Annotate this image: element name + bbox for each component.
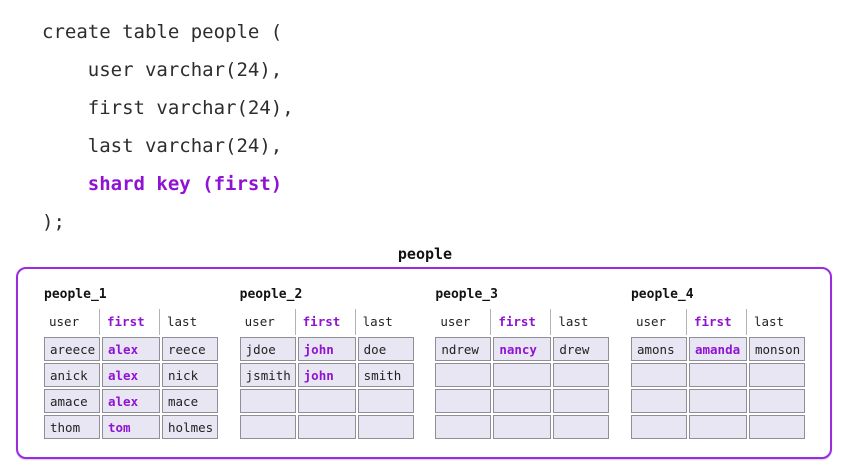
table-cell <box>688 389 747 413</box>
table-cell: reece <box>162 337 218 361</box>
table-cell: jsmith <box>239 363 296 387</box>
table-cell <box>748 389 805 413</box>
table-cell <box>630 363 687 387</box>
table-row: jdoe john doe <box>239 337 414 361</box>
shard-grid: user first last areece alex reece anick … <box>42 307 220 441</box>
shard-table-title: people_4 <box>630 287 694 302</box>
table-cell <box>748 415 805 439</box>
table-row <box>239 415 414 439</box>
table-cell: anick <box>44 363 100 387</box>
table-cell: drew <box>553 337 610 361</box>
shard-table-title: people_2 <box>239 287 303 302</box>
shard-table-title: people_1 <box>44 287 107 302</box>
shard-grid: user first last ndrew nancy drew <box>433 307 611 441</box>
table-cell: alex <box>102 389 160 413</box>
table-cell <box>493 389 552 413</box>
table-row: jsmith john smith <box>239 363 414 387</box>
table-row: ndrew nancy drew <box>435 337 610 361</box>
table-row: anick alex nick <box>44 363 218 387</box>
table-cell <box>493 363 552 387</box>
code-line: ); <box>42 211 65 233</box>
table-cell: amons <box>630 337 687 361</box>
table-cell: john <box>297 363 356 387</box>
table-cell <box>630 389 687 413</box>
table-cell: nick <box>162 363 218 387</box>
column-header-last: last <box>753 313 785 329</box>
column-header-user: user <box>240 309 296 335</box>
table-row <box>239 389 414 413</box>
table-cell: amanda <box>688 337 747 361</box>
code-line-shard-key: shard key (first) <box>42 173 283 195</box>
table-cell <box>435 363 492 387</box>
table-cell <box>297 389 356 413</box>
sql-code-block: create table people ( user varchar(24), … <box>42 13 294 241</box>
column-header-last: last <box>167 313 198 329</box>
table-cell <box>239 415 296 439</box>
code-line: user varchar(24), <box>42 59 283 81</box>
table-cell <box>688 415 747 439</box>
table-cell <box>239 389 296 413</box>
table-cell: ndrew <box>435 337 492 361</box>
shard-table-title: people_3 <box>435 287 498 302</box>
column-header-first: first <box>689 309 747 335</box>
shard-grid: user first last amons amanda monson <box>629 307 807 441</box>
table-cell <box>748 363 805 387</box>
table-cell: tom <box>102 415 160 439</box>
table-row <box>435 415 610 439</box>
table-cell: alex <box>102 363 160 387</box>
shard-grid: user first last jdoe john doe jsmith joh… <box>238 307 416 441</box>
table-cell: thom <box>44 415 100 439</box>
table-row <box>630 389 805 413</box>
table-cell <box>630 415 687 439</box>
table-cell: amace <box>44 389 100 413</box>
shard-diagram-box: people_1 user first last areece alex ree… <box>16 267 832 459</box>
code-line: first varchar(24), <box>42 97 294 119</box>
table-row <box>435 363 610 387</box>
table-row: amons amanda monson <box>630 337 805 361</box>
table-cell: john <box>297 337 356 361</box>
table-cell: doe <box>357 337 414 361</box>
shard-table-people-2: people_2 user first last jdoe john doe j… <box>238 287 416 441</box>
table-cell: smith <box>357 363 414 387</box>
column-header-last: last <box>558 313 589 329</box>
table-cell <box>553 415 610 439</box>
column-header-user: user <box>435 309 492 335</box>
table-row <box>630 363 805 387</box>
table-cell <box>435 389 492 413</box>
table-cell <box>357 389 414 413</box>
table-cell <box>297 415 356 439</box>
column-header-first: first <box>298 309 356 335</box>
column-header-first: first <box>493 309 552 335</box>
code-line: last varchar(24), <box>42 135 283 157</box>
table-cell: holmes <box>162 415 218 439</box>
column-header-user: user <box>44 309 100 335</box>
table-cell: areece <box>44 337 100 361</box>
table-cell <box>553 389 610 413</box>
table-cell: mace <box>162 389 218 413</box>
table-cell <box>493 415 552 439</box>
table-cell: alex <box>102 337 160 361</box>
table-row: areece alex reece <box>44 337 218 361</box>
table-row <box>435 389 610 413</box>
table-cell: nancy <box>493 337 552 361</box>
table-cell <box>357 415 414 439</box>
table-cell <box>435 415 492 439</box>
table-cell <box>688 363 747 387</box>
table-row <box>630 415 805 439</box>
table-cell: monson <box>748 337 805 361</box>
column-header-user: user <box>631 309 687 335</box>
column-header-first: first <box>102 309 160 335</box>
shard-table-people-1: people_1 user first last areece alex ree… <box>42 287 220 441</box>
table-cell <box>553 363 610 387</box>
column-header-last: last <box>362 313 393 329</box>
shard-table-people-3: people_3 user first last ndrew nancy dre… <box>433 287 611 441</box>
diagram-title: people <box>397 245 453 263</box>
table-cell: jdoe <box>239 337 296 361</box>
table-row: thom tom holmes <box>44 415 218 439</box>
code-line: create table people ( <box>42 21 283 43</box>
table-row: amace alex mace <box>44 389 218 413</box>
shard-table-people-4: people_4 user first last amons amanda mo… <box>629 287 807 441</box>
